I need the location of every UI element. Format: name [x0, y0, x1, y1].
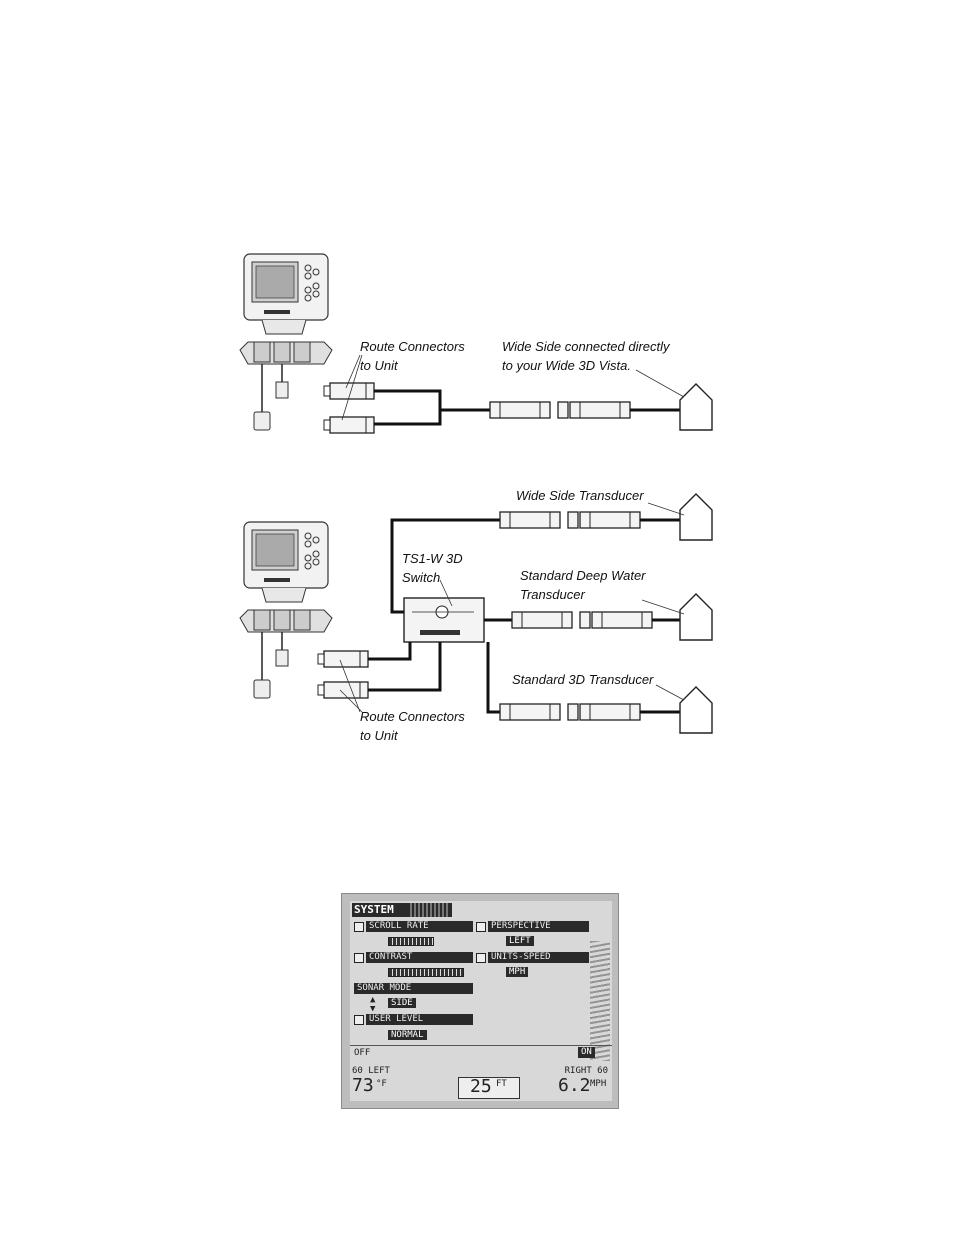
sonar-returns	[590, 941, 610, 1061]
route-label-2a: Route Connectors	[360, 709, 465, 724]
user-level-value[interactable]: NORMAL	[388, 1030, 427, 1040]
connector-plug-2	[323, 416, 375, 434]
inline-connector-4	[499, 703, 641, 721]
contrast-slider[interactable]	[388, 968, 464, 977]
lcd-screen-frame: SYSTEM SCROLL RATE PERSPECTIVE LEFT CONT…	[341, 893, 619, 1109]
sonar-unit-1	[239, 253, 333, 431]
perspective-label: PERSPECTIVE	[488, 921, 589, 932]
depth-value: 25	[470, 1076, 492, 1097]
perspective-value[interactable]: LEFT	[506, 936, 534, 946]
transducer-wide-1	[679, 383, 713, 431]
route-label-1a: Route Connectors	[360, 339, 465, 354]
deep-label-a: Standard Deep Water	[520, 568, 646, 583]
switch-label-a: TS1-W 3D	[402, 551, 463, 566]
speed-unit: MPH	[590, 1079, 607, 1089]
inline-connector-2	[499, 511, 641, 529]
scroll-rate-checkbox[interactable]	[354, 922, 364, 932]
water-temp: 73	[352, 1075, 374, 1096]
route-label-1b: to Unit	[360, 358, 399, 373]
right-range: RIGHT 60	[564, 1066, 608, 1076]
off-label: OFF	[354, 1048, 371, 1058]
sonar-unit-2	[239, 521, 333, 699]
user-level-label: USER LEVEL	[366, 1014, 473, 1025]
lcd-screen: SYSTEM SCROLL RATE PERSPECTIVE LEFT CONT…	[350, 901, 612, 1101]
inline-connector-3	[511, 611, 653, 629]
units-speed-checkbox[interactable]	[476, 953, 486, 963]
connector-plug-4	[317, 681, 369, 699]
sonar-mode-arrows-icon[interactable]: ▲▼	[370, 995, 376, 1014]
transducer-std3d	[679, 686, 713, 734]
sonar-mode-value[interactable]: SIDE	[388, 998, 416, 1008]
contrast-label: CONTRAST	[366, 952, 473, 963]
depth-unit: FT	[496, 1079, 507, 1089]
inline-connector-1	[489, 401, 631, 419]
route-label-2b: to Unit	[360, 728, 399, 743]
connector-plug-3	[317, 650, 369, 668]
ts1w-switch-box	[403, 597, 485, 643]
wide-label-b: to your Wide 3D Vista.	[502, 358, 631, 373]
std3d-label: Standard 3D Transducer	[512, 672, 654, 687]
wide-label-a: Wide Side connected directly	[502, 339, 671, 354]
sonar-mode-label: SONAR MODE	[354, 983, 473, 994]
diagram-2: Wide Side Transducer TS1-W 3D Switch Sta…	[239, 488, 713, 743]
transducer-wide-2	[679, 493, 713, 541]
units-speed-label: UNITS-SPEED	[488, 952, 589, 963]
left-range: 60 LEFT	[352, 1066, 390, 1076]
on-label[interactable]: ON	[578, 1047, 595, 1058]
user-level-checkbox[interactable]	[354, 1015, 364, 1025]
scroll-rate-slider[interactable]	[388, 937, 434, 946]
water-temp-unit: °F	[376, 1079, 387, 1089]
perspective-checkbox[interactable]	[476, 922, 486, 932]
diagram-1: Route Connectors to Unit Wide Side conne…	[239, 253, 713, 434]
deep-label-b: Transducer	[520, 587, 585, 602]
scroll-rate-label: SCROLL RATE	[366, 921, 473, 932]
switch-label-b: Switch	[402, 570, 440, 585]
wide-transducer-label: Wide Side Transducer	[516, 488, 644, 503]
contrast-checkbox[interactable]	[354, 953, 364, 963]
units-speed-value[interactable]: MPH	[506, 967, 529, 977]
speed-value: 6.2	[558, 1075, 591, 1096]
depth-box	[458, 1077, 520, 1099]
transducer-deep	[679, 593, 713, 641]
